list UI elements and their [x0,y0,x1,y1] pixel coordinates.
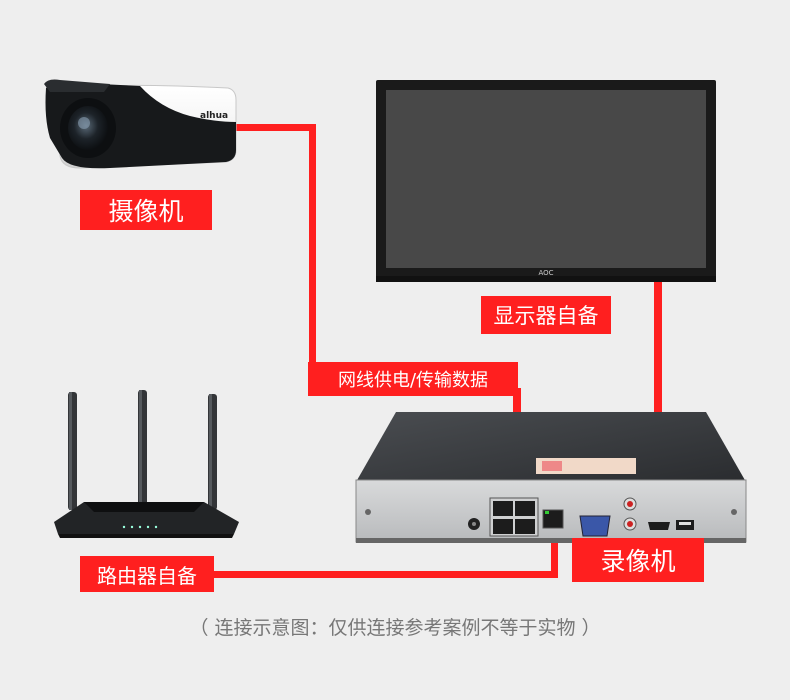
router-label: 路由器自备 [80,556,214,592]
camera-brand: alhua [200,111,228,121]
camera-icon: alhua [44,79,237,169]
camera-cable-horizontal [232,124,316,131]
camera-cable-vertical [309,124,316,394]
router-icon [54,390,239,538]
monitor-cable-vertical [654,281,662,525]
monitor-icon: AOC [376,80,716,282]
router-cable-vertical [551,525,558,578]
camera-label: 摄像机 [80,190,212,230]
diagram-caption: （ 连接示意图：仅供连接参考案例不等于实物 ） [189,617,601,639]
cable-label: 网线供电/传输数据 [308,362,518,396]
monitor-brand: AOC [538,269,553,277]
nvr-label: 录像机 [572,538,704,582]
nvr-icon [355,412,747,543]
router-cable-horizontal [205,571,558,578]
monitor-label: 显示器自备 [481,296,611,334]
